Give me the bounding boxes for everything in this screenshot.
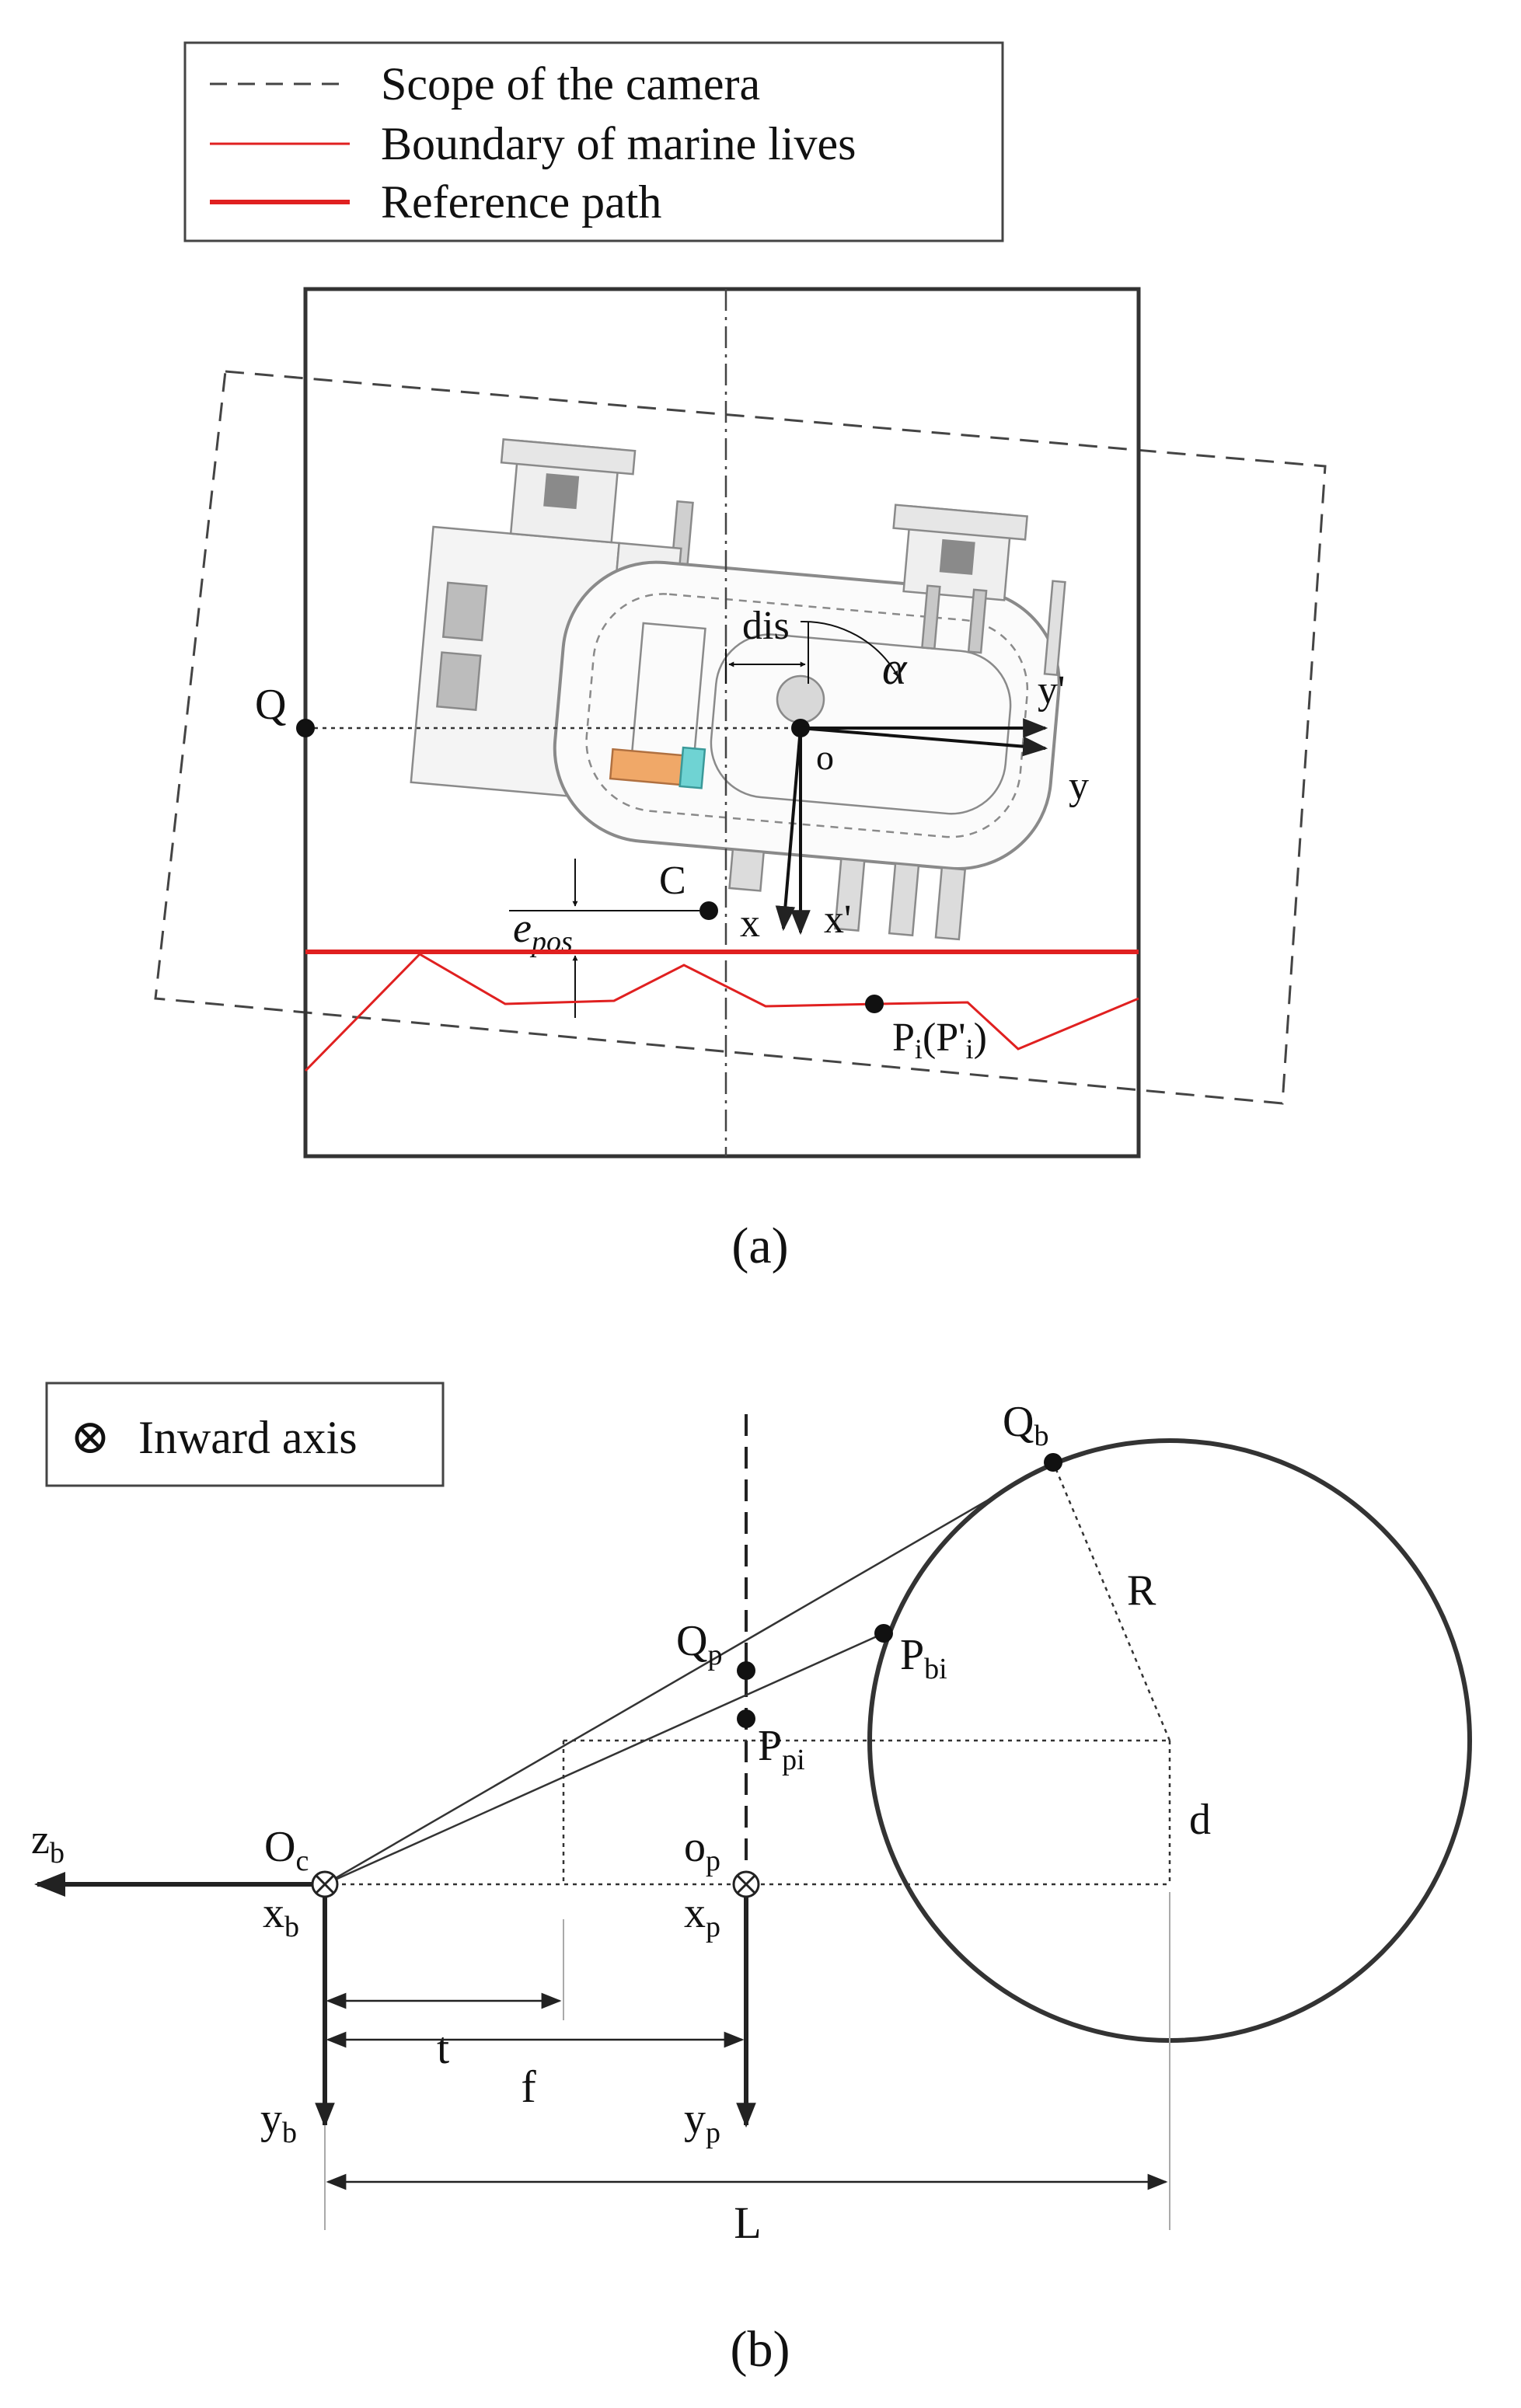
label-t: t [437,2023,449,2073]
robot-rod-4 [1043,580,1066,676]
label-op: op [684,1823,720,1877]
alpha-arc [800,620,898,677]
label-ppi: Ppi [758,1722,805,1776]
label-yp: yp [684,2095,720,2149]
inward-axis-icon: ⊗ [70,1411,110,1464]
caption-a: (a) [731,1218,788,1274]
point-c [699,901,718,920]
op-inward-icon [732,1870,760,1898]
label-alpha: α [882,643,908,694]
robot-thruster-left-hub [543,473,580,510]
label-pbi: Pbi [900,1631,947,1685]
radius-line [1052,1462,1171,1741]
legend-label-scope: Scope of the camera [381,58,760,110]
label-yb: yb [260,2095,297,2149]
robot-leg-3 [934,866,967,941]
label-qp: Qp [676,1617,722,1671]
label-l: L [734,2197,761,2248]
label-x-prime: x' [824,897,851,942]
label-f: f [521,2061,536,2112]
robot-rod-2 [921,584,941,650]
ray-pbi [324,1632,884,1886]
robot-hull-inner [585,593,1029,838]
ray-qb [324,1461,1054,1886]
label-d: d [1189,1796,1211,1844]
robot-leg-2 [888,862,920,937]
axis-y [800,727,1048,757]
point-ppi [737,1709,755,1728]
camera-scope [154,370,1327,1105]
axis-x [775,727,802,932]
label-o: o [816,737,834,777]
panel-a: Q o y' y x x' α dis C epos [154,287,1327,1274]
label-zb: zb [31,1816,65,1870]
robot-camera-lens [679,746,706,789]
point-qp [737,1661,755,1680]
robot-leg-4 [728,848,766,892]
robot-vent-2 [436,651,482,711]
label-oc: Oc [264,1823,309,1877]
label-q: Q [255,681,286,729]
point-pi [865,995,884,1013]
point-qb [1044,1453,1062,1472]
robot-vent-1 [441,581,488,642]
label-dis: dis [742,604,790,648]
robot-thruster-left-cap [500,438,637,476]
point-pbi [874,1624,893,1643]
label-c: C [659,859,686,903]
legend-label-boundary: Boundary of marine lives [381,118,856,169]
robot-leg-1 [834,857,866,932]
robot-thruster-right-cap [892,504,1028,541]
legend-label-reference: Reference path [381,176,661,228]
point-q [296,719,315,737]
label-x: x [740,901,760,946]
legend-a: Scope of the camera Boundary of marine l… [183,41,1004,242]
legend-a-frame [183,41,1004,242]
label-r: R [1127,1566,1156,1615]
legend-b-label: Inward axis [138,1412,358,1463]
legend-b-frame [45,1382,445,1487]
label-xb: xb [263,1889,299,1943]
caption-b: (b) [731,2321,790,2378]
robot-drawing [410,438,1066,941]
label-y: y [1069,764,1089,808]
robot-thruster-right-hub [939,538,975,575]
label-qb: Qb [1003,1398,1048,1452]
marine-boundary [304,953,1139,1072]
label-pi: Pi(P'i) [892,1016,987,1065]
oc-inward-icon [311,1870,339,1898]
robot-rod-3 [967,588,988,654]
label-y-prime: y' [1038,668,1065,713]
label-xp: xp [684,1889,720,1943]
panel-b: ⊗ Inward axis R d Qb Pbi Qp Ppi [31,1382,1472,2378]
